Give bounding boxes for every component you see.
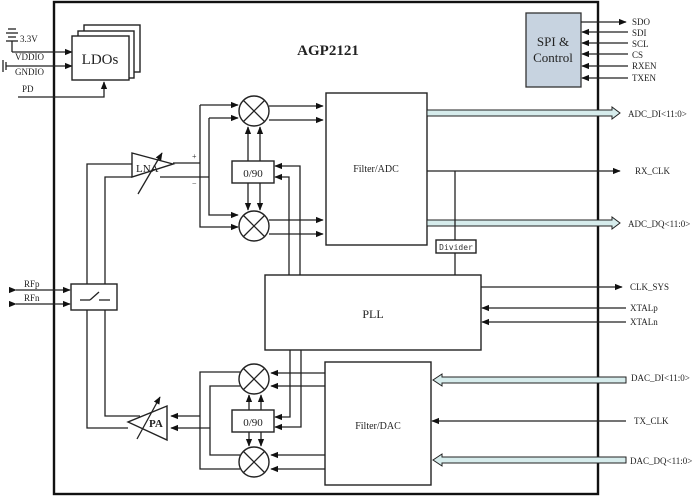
- pin-txen: TXEN: [632, 73, 656, 83]
- spi-label-line2: Control: [533, 50, 573, 65]
- filter-dac-label: Filter/DAC: [355, 421, 401, 432]
- pin-scl: SCL: [632, 39, 649, 49]
- pin-tx-clk: TX_CLK: [634, 416, 669, 426]
- ldo-label: LDOs: [82, 52, 119, 68]
- lna-plus-label: +: [192, 152, 197, 161]
- filter-dac-block: [324, 361, 432, 486]
- pin-xtaln: XTALn: [630, 317, 658, 327]
- filter-adc-label: Filter/ADC: [353, 164, 399, 175]
- pin-clk-sys: CLK_SYS: [630, 282, 669, 292]
- spi-label-line1: SPI &: [537, 34, 569, 49]
- supply-voltage-label: 3.3V: [20, 34, 38, 44]
- pin-rx-clk: RX_CLK: [635, 166, 671, 176]
- pin-pd: PD: [22, 84, 34, 94]
- filter-adc-block: [325, 92, 428, 246]
- pin-rfp: RFp: [24, 279, 40, 289]
- pin-dac-dq: DAC_DQ<11:0>: [630, 456, 692, 466]
- tx-path-line-b: [104, 310, 140, 417]
- tx-section: Filter/DAC DAC_DI<11:0> TX_CLK DAC_DQ<11…: [126, 350, 692, 486]
- pa-variable-gain-icon: [136, 396, 161, 440]
- tx-phase-label: 0/90: [243, 417, 263, 429]
- pin-dac-di: DAC_DI<11:0>: [631, 373, 690, 383]
- chip-boundary: [52, 0, 600, 496]
- pin-sdi: SDI: [632, 28, 647, 38]
- rx-phase-shifter: [231, 160, 275, 184]
- pin-adc-di: ADC_DI<11:0>: [628, 109, 687, 119]
- pin-rxen: RXEN: [632, 61, 657, 71]
- pa-label: PA: [149, 418, 163, 430]
- ground-icon: [2, 60, 7, 72]
- tx-path-line-a: [86, 310, 128, 429]
- tx-mixer-sum-a: [199, 371, 240, 470]
- pin-gndio: GNDIO: [15, 67, 44, 77]
- divider-block: [435, 239, 477, 254]
- pll-to-tx-lo-1: [274, 350, 291, 421]
- pll-to-rx-lo-2: [274, 173, 290, 275]
- pll-section: PLL CLK_SYS XTALp XTALn: [264, 274, 669, 351]
- tx-mixer-i: [238, 363, 270, 395]
- adc-di-bus: [426, 106, 621, 120]
- pin-xtalp: XTALp: [630, 303, 658, 313]
- pin-vddio: VDDIO: [15, 52, 44, 62]
- lna-to-mixer-q-n: [208, 118, 239, 219]
- dac-dq-bus: [432, 453, 627, 467]
- lna-to-mixer-q-p: [199, 105, 239, 231]
- pll-block: [264, 274, 482, 351]
- spi-control-block: [525, 12, 582, 88]
- pll-to-rx-lo-1: [274, 162, 301, 275]
- lna-variable-gain-icon: [137, 152, 163, 195]
- tx-mixer-q: [238, 446, 270, 478]
- rx-section: LNA + − 0/90: [131, 92, 690, 275]
- dac-di-bus: [432, 373, 627, 387]
- pa-amplifier: [126, 404, 168, 442]
- chip-title: AGP2121: [297, 43, 359, 59]
- divider-label: Divider: [439, 243, 473, 252]
- rx-mixer-q: [238, 210, 270, 242]
- pin-rfn: RFn: [24, 293, 40, 303]
- tx-mixer-sum-b: [209, 385, 240, 456]
- pin-cs: CS: [632, 50, 643, 60]
- power-section: 3.3V VDDIO GNDIO PD LDOs: [2, 24, 141, 98]
- tx-phase-shifter: [231, 409, 275, 433]
- rx-path-line-a: [86, 163, 132, 284]
- pll-label: PLL: [362, 307, 383, 321]
- pd-line: [18, 81, 108, 98]
- pll-to-tx-lo-2: [274, 350, 302, 431]
- switch-icon: [80, 291, 110, 301]
- rx-phase-label: 0/90: [243, 168, 263, 180]
- battery-icon: [6, 28, 18, 52]
- rf-section: RFp RFn: [8, 163, 140, 429]
- pin-sdo: SDO: [632, 17, 651, 27]
- pin-adc-dq: ADC_DQ<11:0>: [628, 219, 690, 229]
- lna-label: LNA: [136, 163, 159, 175]
- rx-path-line-b: [104, 176, 132, 284]
- lna-minus-label: −: [192, 179, 197, 188]
- rx-mixer-i: [238, 95, 270, 127]
- spi-section: SPI & Control SDO SDI SCL CS RXEN TXEN: [525, 12, 657, 88]
- ldo-block: [71, 35, 130, 81]
- adc-dq-bus: [426, 216, 621, 230]
